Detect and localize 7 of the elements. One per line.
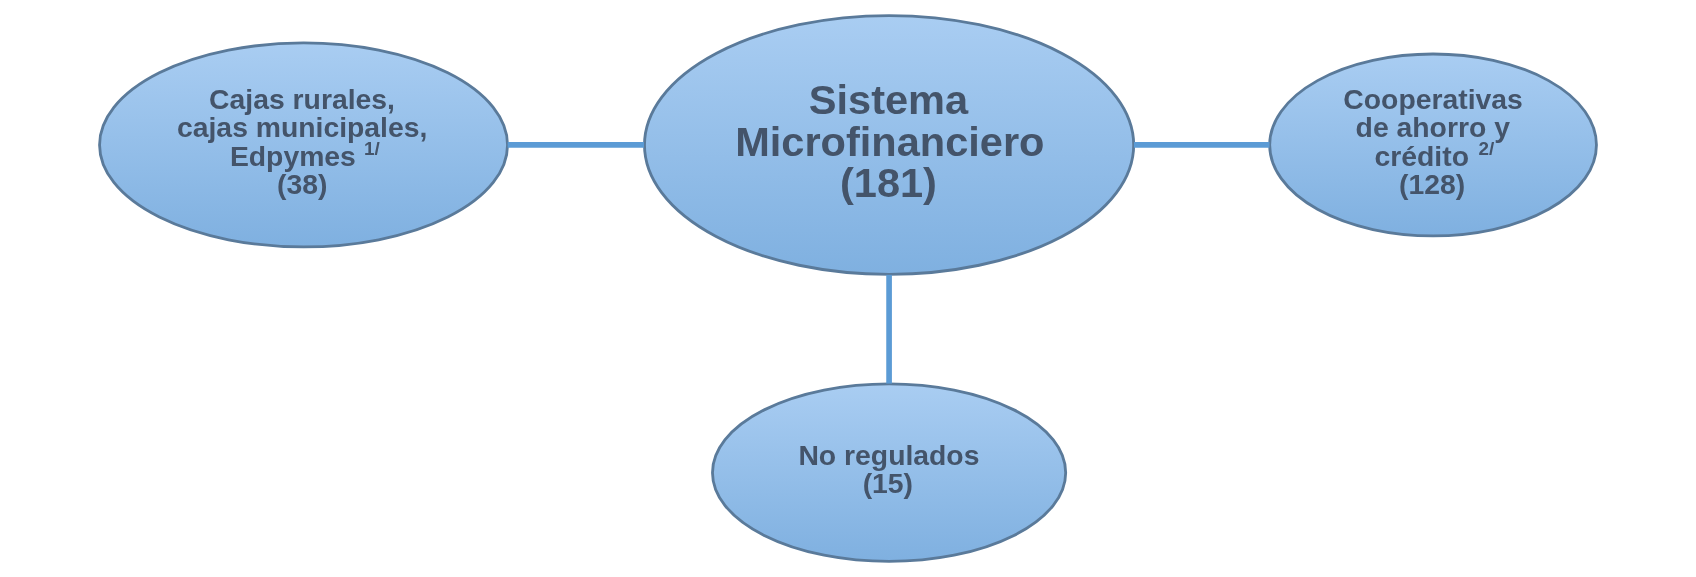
connector (886, 274, 892, 384)
node-ellipse: Cajas rurales, cajas municipales, Edpymes $^{1/}$ (38) (98, 41, 509, 249)
node-ellipse: Sistema Microfinanciero (181) (643, 14, 1136, 276)
connector (1134, 142, 1270, 148)
connector (507, 142, 644, 148)
node-ellipse: Cooperativas de ahorro y crédito $^{2/}$ (128) (1268, 52, 1598, 238)
node-ellipse: No regulados (15) (711, 382, 1068, 563)
